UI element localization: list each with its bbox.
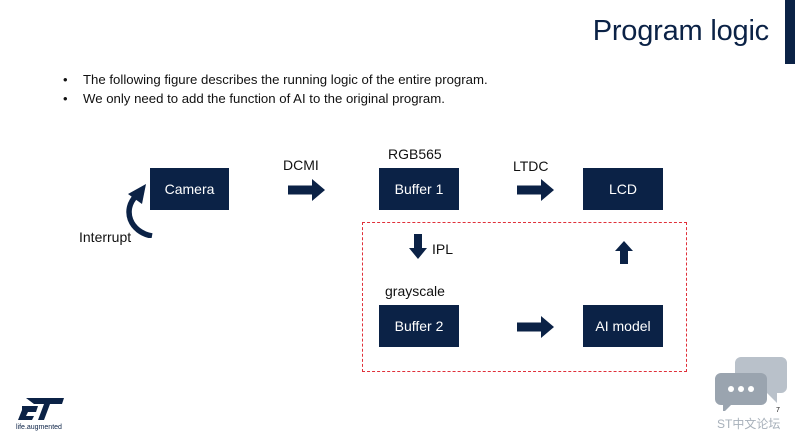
ipl-label: IPL — [432, 241, 454, 257]
ai-model-box: AI model — [583, 305, 663, 347]
ltdc-label: LTDC — [513, 158, 549, 174]
interrupt-label: Interrupt — [79, 229, 132, 245]
dcmi-label: DCMI — [283, 157, 319, 173]
lcd-box-label: LCD — [608, 181, 637, 197]
st-logo-icon — [18, 398, 64, 420]
slide-title: Program logic — [592, 15, 770, 47]
page-number: 7 — [776, 407, 780, 414]
arrow-up-icon — [615, 241, 633, 264]
watermark-text: ST中文论坛 — [717, 417, 781, 431]
buffer1-box: Buffer 1 — [379, 168, 459, 210]
rgb565-label: RGB565 — [388, 146, 442, 162]
arrow-down-icon — [409, 234, 427, 259]
bullet-list: The following figure describes the runni… — [63, 71, 488, 108]
bullet-item: We only need to add the function of AI t… — [63, 90, 488, 109]
camera-box-label: Camera — [164, 181, 215, 197]
arrow-right-icon — [288, 179, 325, 201]
arrow-right-icon — [517, 179, 554, 201]
title-accent-bar — [785, 0, 795, 64]
buffer1-box-label: Buffer 1 — [394, 181, 444, 197]
curved-arrow-icon — [126, 184, 153, 238]
chat-bubbles-icon — [715, 357, 787, 411]
grayscale-label: grayscale — [385, 283, 445, 299]
ai-addition-region — [362, 222, 687, 372]
logo-tagline: life.augmented — [16, 424, 62, 431]
arrow-right-icon — [517, 316, 554, 338]
lcd-box: LCD — [583, 168, 663, 210]
buffer2-box-label: Buffer 2 — [394, 318, 444, 334]
bullet-item: The following figure describes the runni… — [63, 71, 488, 90]
buffer2-box: Buffer 2 — [379, 305, 459, 347]
camera-box: Camera — [150, 168, 229, 210]
ai-model-box-label: AI model — [595, 318, 651, 334]
